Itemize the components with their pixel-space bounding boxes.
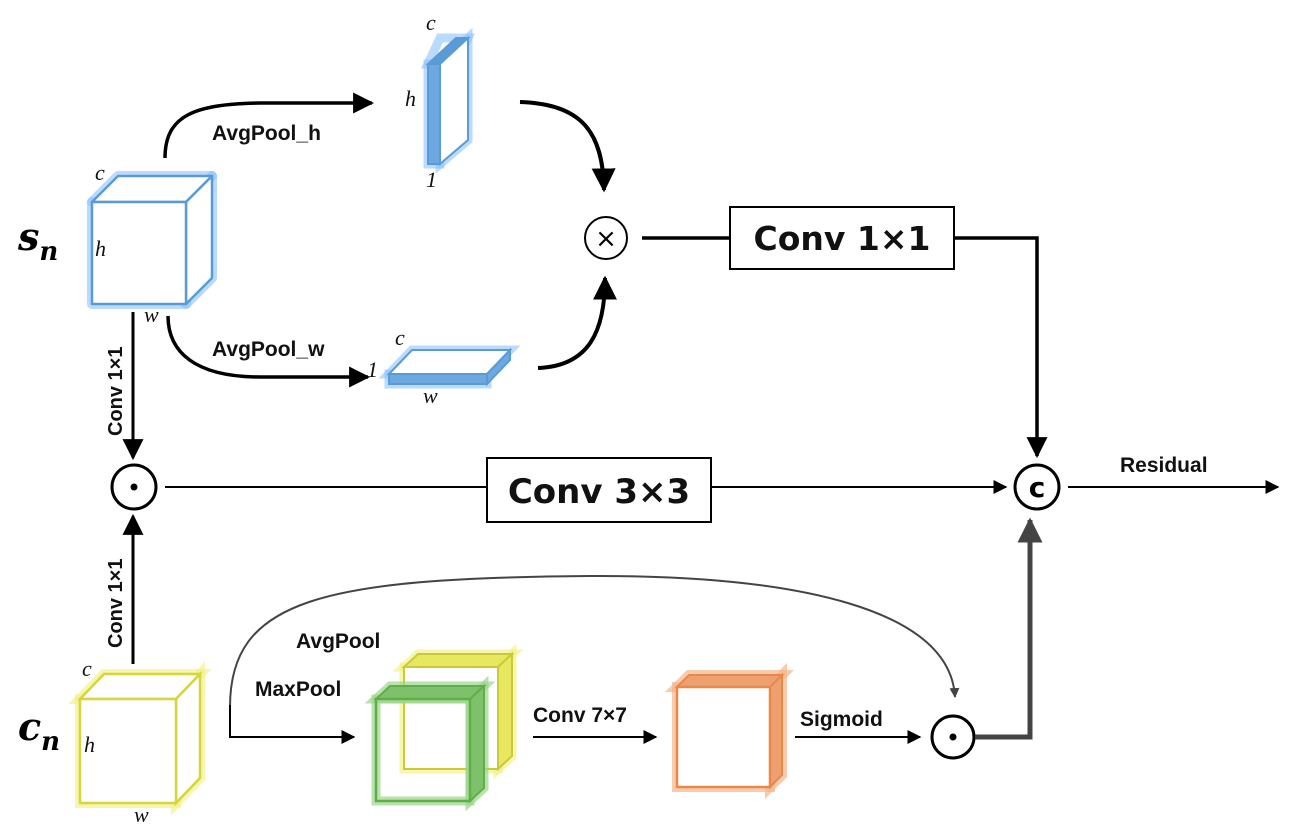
c-dim-c: c bbox=[82, 656, 92, 681]
label-avgpool-w: AvgPool_w bbox=[212, 338, 325, 361]
hbar-dim-c: c bbox=[426, 10, 436, 35]
hbar-dim-h: h bbox=[405, 86, 416, 111]
s-dim-c: c bbox=[95, 160, 105, 185]
arrow-h-to-multiply bbox=[519, 100, 616, 193]
conv3x3-box: Conv 3×3 bbox=[486, 457, 712, 523]
multiply-node: × bbox=[584, 216, 628, 260]
dot-node-middle bbox=[110, 463, 158, 511]
avgpool-map bbox=[392, 643, 524, 780]
h-pooled-feature: c h 1 bbox=[405, 10, 476, 192]
s-feature-cube: c h w bbox=[87, 160, 217, 327]
wbar-dim-1: 1 bbox=[367, 357, 378, 382]
c-feature-cube: c h w bbox=[68, 656, 212, 827]
label-c-conv1x1: Conv 1×1 bbox=[105, 559, 127, 648]
wbar-dim-w: w bbox=[423, 383, 438, 408]
label-s-conv1x1: Conv 1×1 bbox=[105, 347, 127, 436]
c-dim-w: w bbox=[134, 802, 149, 827]
label-residual: Residual bbox=[1120, 454, 1208, 477]
label-conv7x7: Conv 7×7 bbox=[533, 704, 627, 727]
arrow-to-pooling bbox=[229, 705, 356, 744]
arrow-bottom-to-concat bbox=[975, 517, 1043, 740]
conv1x1-label: Conv 1×1 bbox=[754, 219, 931, 258]
hbar-dim-1: 1 bbox=[426, 167, 437, 192]
arrow-avgpool-w bbox=[166, 315, 371, 388]
conv1x1-box: Conv 1×1 bbox=[729, 206, 955, 270]
arrow-skip-arc bbox=[229, 574, 960, 708]
multiply-symbol: × bbox=[595, 224, 617, 254]
maxpool-map bbox=[364, 675, 496, 812]
input-c-label: cn bbox=[18, 704, 60, 757]
label-avgpool: AvgPool bbox=[296, 630, 380, 653]
input-s-label: sn bbox=[17, 214, 58, 267]
arrow-w-to-multiply bbox=[537, 275, 617, 370]
c-dim-h: h bbox=[84, 732, 95, 757]
label-avgpool-h: AvgPool_h bbox=[212, 122, 321, 145]
w-pooled-feature: c 1 w bbox=[367, 325, 521, 408]
attention-map bbox=[664, 662, 795, 800]
concat-node: c bbox=[1013, 463, 1061, 511]
arrow-avgpool-h bbox=[163, 92, 375, 159]
conv3x3-label: Conv 3×3 bbox=[508, 472, 690, 512]
wbar-dim-c: c bbox=[395, 325, 405, 350]
dot-node-bottom bbox=[930, 714, 976, 760]
concat-symbol: c bbox=[1029, 471, 1046, 504]
label-sigmoid: Sigmoid bbox=[800, 708, 883, 731]
arrow-conv1x1-to-concat bbox=[954, 236, 1048, 459]
label-maxpool: MaxPool bbox=[255, 678, 341, 701]
s-dim-h: h bbox=[95, 236, 106, 261]
s-dim-w: w bbox=[144, 302, 159, 327]
